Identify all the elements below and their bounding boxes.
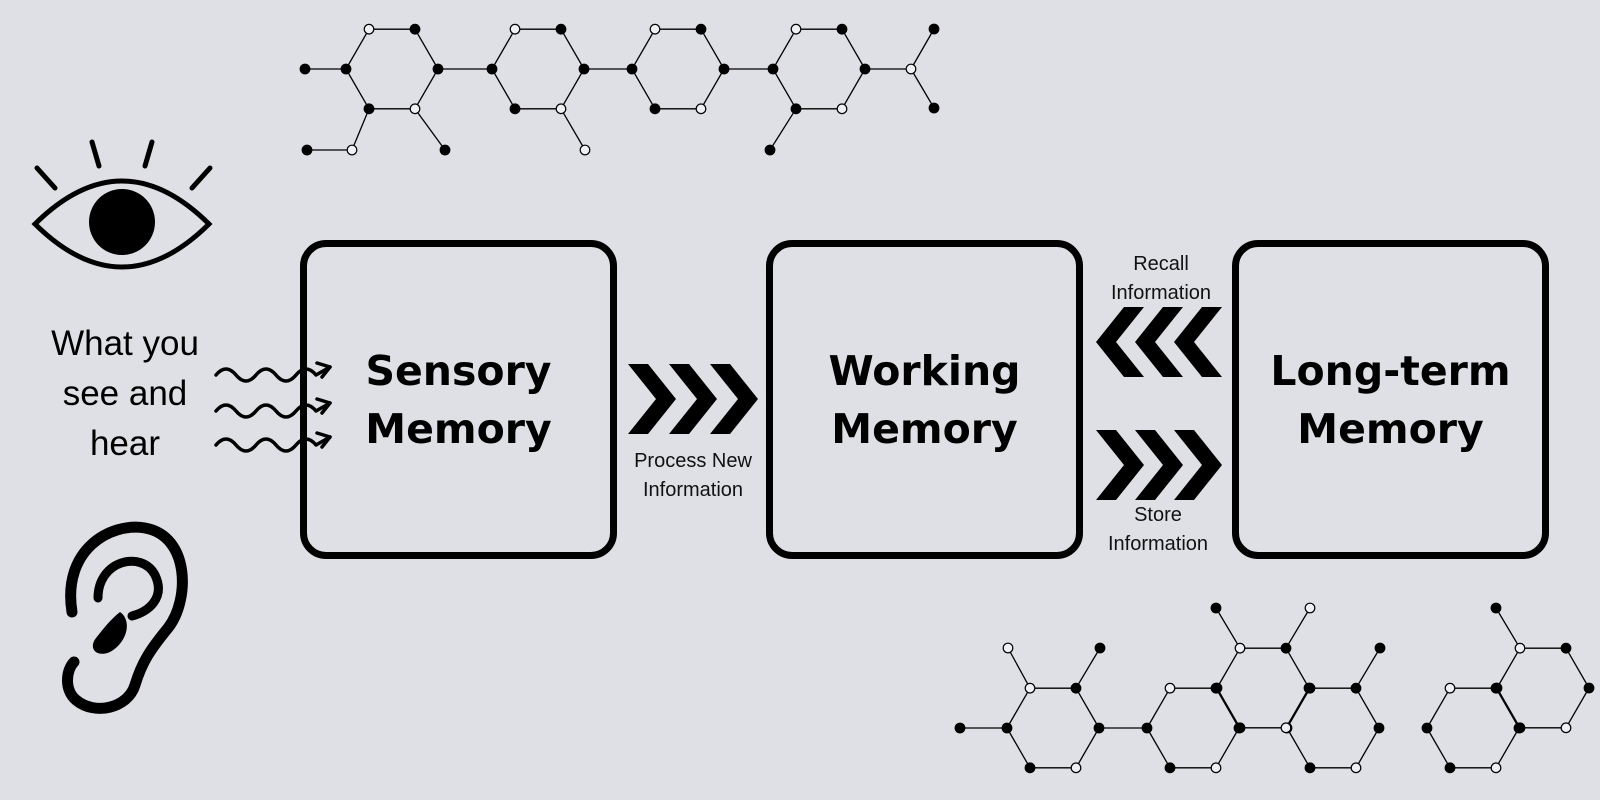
chevron-left-icon <box>1096 307 1222 377</box>
ear-icon <box>62 521 188 714</box>
working-memory-title: Working Memory <box>828 346 1021 453</box>
sound-wave-icon <box>214 361 332 453</box>
store-information-label: Store Information <box>1107 504 1209 555</box>
recall-information-label: Recall Information <box>1110 253 1212 304</box>
process-information-label: Process New Information <box>634 450 752 501</box>
long-term-memory-box: Long-term Memory <box>1232 240 1549 559</box>
chevron-right-icon <box>1096 430 1222 500</box>
chevron-right-icon <box>628 364 758 434</box>
input-label: What you see and hear <box>51 324 199 463</box>
working-memory-box: Working Memory <box>766 240 1083 559</box>
sensory-memory-box: Sensory Memory <box>300 240 617 559</box>
sensory-memory-title: Sensory Memory <box>365 346 552 453</box>
eye-icon <box>31 139 213 270</box>
molecule-network-icon <box>954 602 1595 774</box>
molecule-network-icon <box>299 23 940 156</box>
long-term-memory-title: Long-term Memory <box>1270 346 1511 453</box>
